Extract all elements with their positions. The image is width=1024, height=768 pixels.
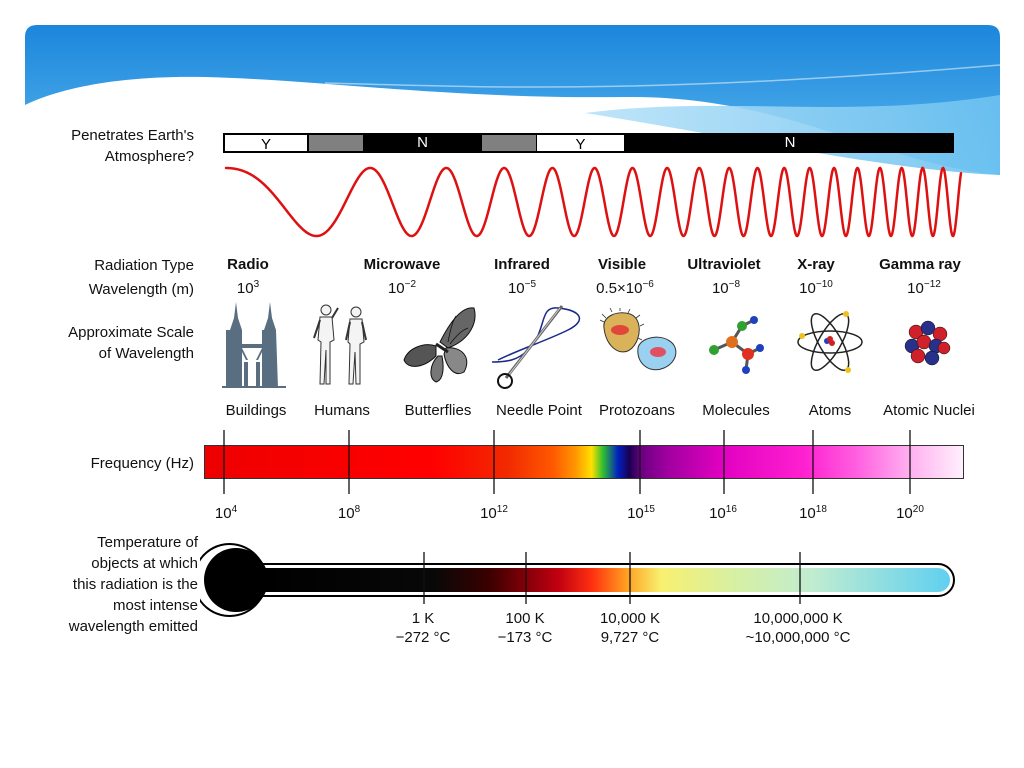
temperature-thermometer	[200, 543, 955, 617]
temperature-label-4: 10,000,000 K ~10,000,000 °C	[745, 610, 851, 646]
scale-label-butterflies: Butterflies	[404, 402, 472, 419]
frequency-label-4: 1015	[627, 504, 655, 522]
wavelength-visible: 0.5×10−6	[596, 279, 654, 297]
scale-label-protozoans: Protozoans	[599, 402, 675, 419]
radiation-type-xray: X-ray	[797, 256, 835, 273]
radiation-type-infrared: Infrared	[494, 256, 550, 273]
scale-label-atomic-nuclei: Atomic Nuclei	[883, 402, 975, 419]
frequency-label-3: 1012	[480, 504, 508, 522]
frequency-label-7: 1020	[896, 504, 924, 522]
penetration-segment-partial-2	[482, 133, 536, 153]
radiation-type-microwave: Microwave	[363, 256, 441, 273]
frequency-label-2: 108	[337, 504, 361, 522]
radiation-type-row-label: Radiation Type	[94, 257, 194, 274]
wavelength-radio: 103	[236, 279, 260, 297]
radiation-type-radio: Radio	[227, 256, 269, 273]
frequency-label-5: 1016	[709, 504, 737, 522]
penetration-row-label: Penetrates Earth's Atmosphere?	[71, 127, 194, 165]
wavelength-xray: 10−10	[799, 279, 833, 297]
wavelength-row-label: Wavelength (m)	[88, 281, 194, 298]
radiation-type-gamma: Gamma ray	[879, 256, 961, 273]
temperature-label-3: 10,000 K 9,727 °C	[599, 610, 661, 646]
radiation-type-ultraviolet: Ultraviolet	[687, 256, 761, 273]
temperature-row-label: Temperature of objects at which this rad…	[68, 534, 198, 635]
penetration-segment-partial-1	[309, 133, 363, 153]
temperature-label-1: 1 K −272 °C	[395, 610, 451, 646]
frequency-label-6: 1018	[799, 504, 827, 522]
penetration-segment-blocked-2: N	[626, 133, 954, 153]
humans-icon	[313, 304, 367, 385]
atom-icon	[797, 311, 863, 373]
wavelength-infrared: 10−5	[507, 279, 537, 297]
buildings-icon	[222, 302, 286, 388]
frequency-spectrum-bar	[204, 445, 964, 479]
wavelength-ultraviolet: 10−8	[711, 279, 741, 297]
scale-label-atoms: Atoms	[808, 402, 852, 419]
needle-icon	[491, 305, 581, 389]
frequency-row-label: Frequency (Hz)	[90, 455, 194, 472]
molecule-icon	[709, 316, 764, 374]
butterfly-icon	[403, 307, 476, 383]
wavelength-gamma: 10−12	[907, 279, 941, 297]
wavelength-wave	[224, 166, 963, 238]
penetration-segment-blocked-1: N	[363, 133, 482, 153]
scale-label-humans: Humans	[314, 402, 370, 419]
scale-label-molecules: Molecules	[702, 402, 770, 419]
nucleus-icon	[904, 320, 951, 366]
scale-label-needle-point: Needle Point	[496, 402, 582, 419]
frequency-label-1: 104	[214, 504, 238, 522]
scale-label-buildings: Buildings	[225, 402, 287, 419]
frequency-tick-marks	[223, 430, 911, 494]
temperature-label-2: 100 K −173 °C	[497, 610, 553, 646]
scale-row-label: Approximate Scale of Wavelength	[68, 324, 194, 362]
wavelength-microwave: 10−2	[387, 279, 417, 297]
radiation-type-visible: Visible	[597, 256, 647, 273]
protozoan-icon	[599, 308, 677, 371]
penetration-segment-visible: Y	[536, 133, 626, 153]
penetration-segment-radio: Y	[223, 133, 309, 153]
